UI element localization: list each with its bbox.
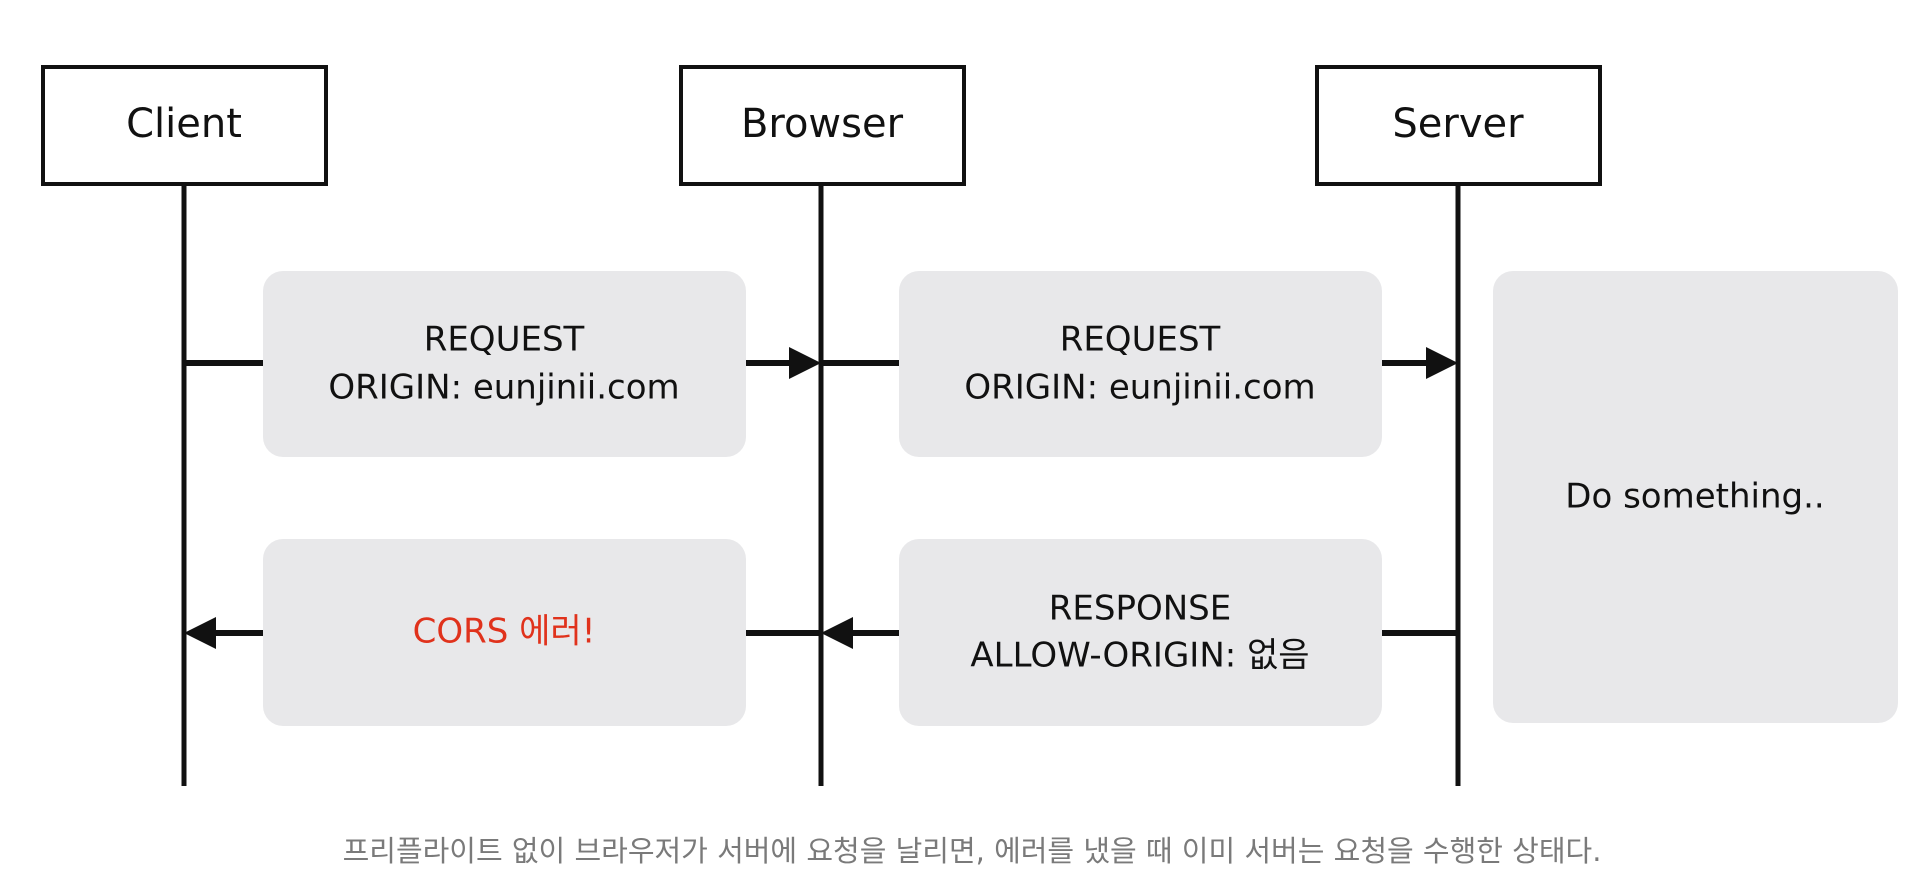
arrow-client-to-browser-head (789, 347, 821, 379)
server-action-label: Do something.. (1565, 477, 1824, 517)
diagram-caption: 프리플라이트 없이 브라우저가 서버에 요청을 날리면, 에러를 냈을 때 이미… (343, 834, 1602, 868)
request-message-client-line1: REQUEST (424, 320, 585, 360)
arrow-browser-to-client-head (184, 617, 216, 649)
request-message-browser: REQUEST ORIGIN: eunjinii.com (899, 271, 1382, 457)
response-message-server-line2: ALLOW-ORIGIN: 없음 (970, 636, 1309, 676)
server-label: Server (1392, 101, 1524, 147)
response-message-server-line1: RESPONSE (1049, 589, 1231, 629)
arrow-server-to-browser-head (821, 617, 853, 649)
arrow-browser-to-server-head (1426, 347, 1458, 379)
server-actor: Server (1315, 65, 1602, 186)
client-actor: Client (41, 65, 328, 186)
cors-error-label: CORS 에러! (413, 612, 596, 652)
browser-actor: Browser (679, 65, 966, 186)
request-message-client-line2: ORIGIN: eunjinii.com (328, 368, 679, 408)
cors-error-message: CORS 에러! (263, 539, 746, 726)
client-label: Client (126, 101, 242, 147)
server-action-box: Do something.. (1493, 271, 1898, 723)
browser-label: Browser (741, 101, 904, 147)
request-message-browser-line1: REQUEST (1060, 320, 1221, 360)
response-message-server: RESPONSE ALLOW-ORIGIN: 없음 (899, 539, 1382, 726)
request-message-browser-line2: ORIGIN: eunjinii.com (964, 368, 1315, 408)
request-message-client: REQUEST ORIGIN: eunjinii.com (263, 271, 746, 457)
